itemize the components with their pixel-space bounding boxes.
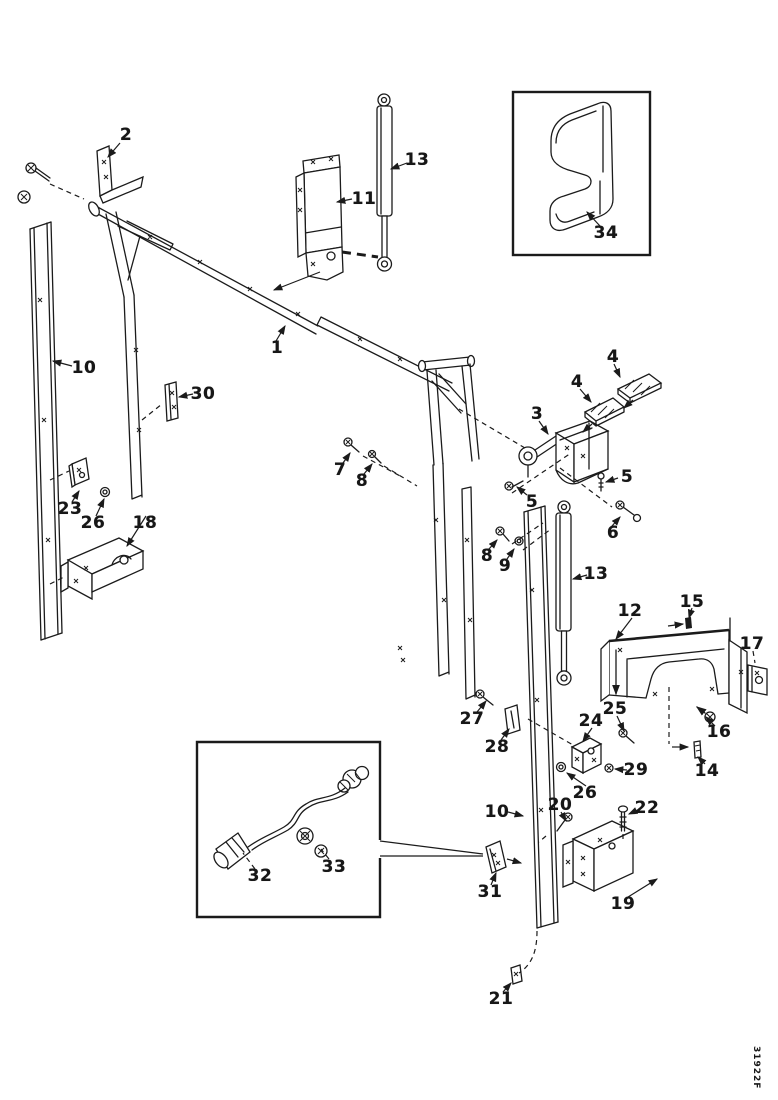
- latch-bracket-11: [295, 154, 344, 281]
- callout-label-19-36: 19: [610, 894, 636, 914]
- callout-label-16-24: 16: [706, 722, 732, 742]
- left-upright-channel: [29, 221, 63, 641]
- callout-label-3-7: 3: [530, 404, 544, 424]
- pin-5a: [597, 472, 605, 492]
- mount-bracket-2: [96, 145, 144, 204]
- pin-14: [693, 740, 702, 759]
- clip-21: [510, 964, 523, 985]
- callout-label-15-22: 15: [679, 592, 705, 612]
- gas-strut-upper: [376, 93, 393, 272]
- nut-29: [604, 763, 614, 773]
- bolt-5b: [504, 480, 524, 491]
- callout-label-31-35: 31: [477, 882, 503, 902]
- right-upright-channel: [523, 505, 559, 929]
- callout-label-11-1: 11: [351, 189, 377, 209]
- bolt-7: [343, 437, 360, 453]
- washer-26-left-hole: [102, 489, 108, 495]
- drawing-number: 31922F: [751, 1046, 761, 1090]
- callout-label-26-31: 26: [572, 783, 598, 803]
- box-bracket-19: [562, 820, 635, 893]
- left-a-frame: [105, 211, 174, 500]
- callout-label-27-26: 27: [459, 709, 485, 729]
- callout-label-29-30: 29: [623, 760, 649, 780]
- bolt-22: [617, 805, 629, 832]
- callout-label-28-27: 28: [484, 737, 510, 757]
- callout-label-26-16: 26: [80, 513, 106, 533]
- callout-label-7-10: 7: [333, 460, 347, 480]
- callout-label-4-8: 4: [570, 372, 584, 392]
- callout-label-34-3: 34: [593, 223, 619, 243]
- bolt-20: [556, 812, 573, 832]
- rubber-pad-4b: [616, 373, 663, 404]
- gas-strut-lower: [555, 500, 572, 686]
- bolt-6: [615, 500, 642, 523]
- callout-label-23-15: 23: [57, 499, 83, 519]
- callout-label-20-32: 20: [547, 795, 573, 815]
- bolt-16: [695, 706, 716, 723]
- callout-label-33-39: 33: [321, 857, 347, 877]
- pivot-bracket-3: [518, 420, 610, 485]
- callout-label-14-25: 14: [694, 761, 720, 781]
- inset-box-harness: [195, 740, 484, 919]
- strap-bracket-18: [60, 537, 145, 601]
- weld-tick-marks: [37, 234, 544, 813]
- callout-label-5-13: 5: [525, 492, 539, 512]
- callout-label-4-9: 4: [606, 347, 620, 367]
- bolt-top-left: [17, 162, 51, 204]
- right-a-frame: [417, 354, 480, 700]
- mount-plate-31: [485, 840, 523, 874]
- clamp-bracket-23: [68, 457, 90, 489]
- callout-label-6-14: 6: [606, 523, 620, 543]
- channel-clip-30: [164, 381, 179, 422]
- callout-label-17-23: 17: [739, 634, 765, 654]
- callout-label-13-20: 13: [583, 564, 609, 584]
- callout-label-10-5: 10: [71, 358, 97, 378]
- callout-label-13-2: 13: [404, 150, 430, 170]
- fender-panel-12: [600, 617, 748, 715]
- callout-label-1-4: 1: [270, 338, 284, 358]
- callout-label-22-33: 22: [634, 798, 660, 818]
- callout-label-24-28: 24: [578, 711, 604, 731]
- callout-label-8-11: 8: [355, 471, 369, 491]
- bolt-25: [618, 728, 635, 744]
- callout-label-8-18: 8: [480, 546, 494, 566]
- callout-label-10-34: 10: [484, 802, 510, 822]
- callout-label-32-38: 32: [247, 866, 273, 886]
- end-plate-17: [747, 664, 768, 696]
- callout-label-30-6: 30: [190, 384, 216, 404]
- callout-label-12-21: 12: [617, 601, 643, 621]
- inset-box-clip-34: [511, 90, 652, 257]
- callout-label-21-37: 21: [488, 989, 514, 1009]
- clamp-27-28: [475, 689, 521, 735]
- angle-bracket-24: [570, 737, 603, 775]
- callout-label-9-19: 9: [498, 556, 512, 576]
- callout-label-2-0: 2: [119, 125, 133, 145]
- callout-label-18-17: 18: [132, 513, 158, 533]
- pin-15: [667, 617, 692, 629]
- callout-leaders: [51, 142, 756, 993]
- callout-label-5-12: 5: [620, 467, 634, 487]
- washer-26-right: [555, 761, 567, 773]
- bolt-8-center: [495, 526, 510, 542]
- callout-label-25-29: 25: [602, 699, 628, 719]
- washer-9-center: [514, 536, 524, 546]
- rubber-pad-4a: [583, 397, 626, 427]
- assembly-dash-lines: [49, 183, 690, 974]
- bolt-8: [367, 449, 382, 464]
